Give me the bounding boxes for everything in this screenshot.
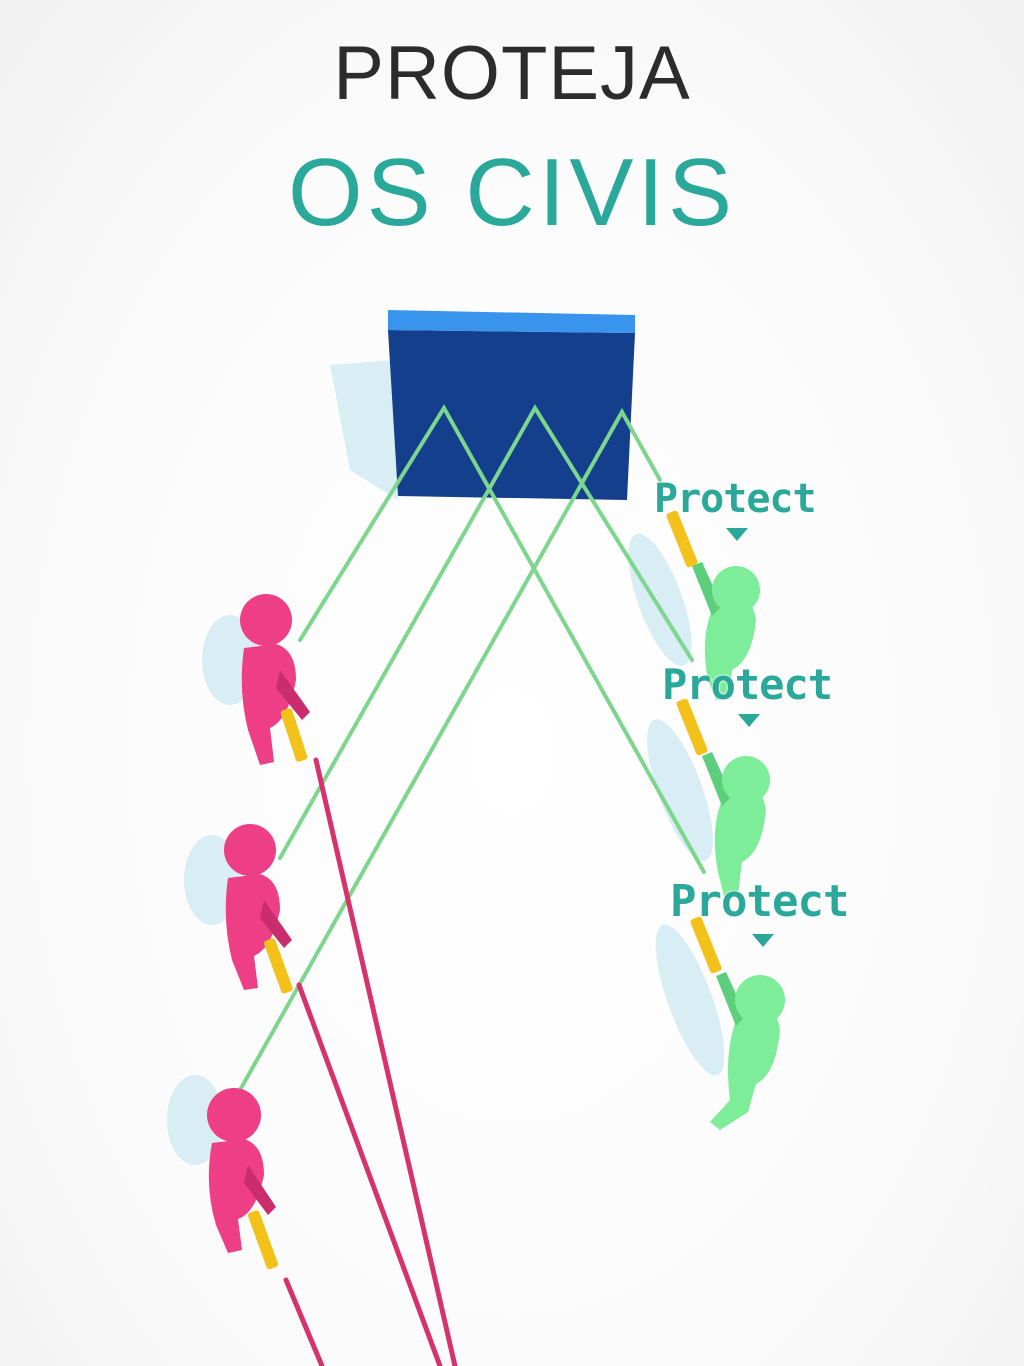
wall-shadow [330, 360, 398, 500]
down-triangle-icon [752, 934, 774, 947]
civilian-1 [666, 510, 760, 700]
gun [247, 1210, 279, 1270]
enemy-2 [224, 824, 293, 994]
gun [280, 708, 308, 762]
civilian-2 [676, 698, 770, 896]
protect-label-3: Protect [670, 876, 849, 927]
gun [666, 510, 698, 568]
laser-green [238, 404, 706, 1092]
protect-label-1: Protect [654, 476, 817, 522]
gun [676, 698, 708, 756]
enemy-1 [240, 594, 310, 765]
down-triangle-icon [726, 528, 748, 541]
wall-block [388, 310, 635, 500]
enemy-3 [207, 1088, 279, 1270]
laser-red [283, 757, 458, 1366]
title-civilians: OS CIVIS [287, 139, 737, 246]
civilian-3 [690, 916, 785, 1130]
protect-label-2: Protect [662, 660, 833, 709]
gun [263, 938, 293, 994]
gun [690, 916, 722, 974]
title-protect: PROTEJA [333, 31, 691, 116]
down-triangle-icon [738, 714, 760, 727]
